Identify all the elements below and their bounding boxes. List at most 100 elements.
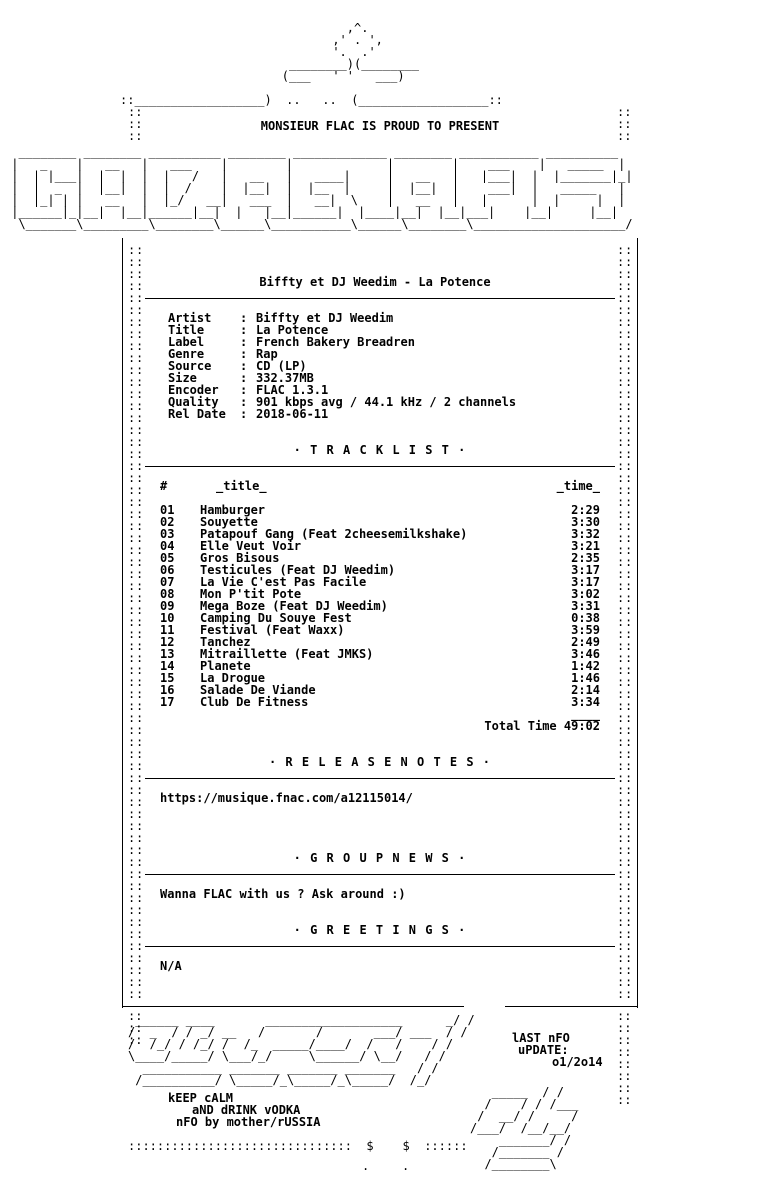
frame-left-dots: : : : : : : : : : : : : : : : : : : : : …: [128, 244, 136, 1001]
group-logo-art: ________ ________ __________ ________ __…: [11, 145, 633, 231]
release-info-block: Artist:Biffty et DJ Weedim Title:La Pote…: [168, 312, 516, 420]
track-number: 15: [160, 671, 175, 685]
footer-dots-art: ::::::::::::::::::::::::::::::: $ $ ::::…: [128, 1139, 468, 1153]
track-title: Tanchez: [200, 635, 251, 649]
track-number: 16: [160, 683, 175, 697]
track-title: Mega Boze (Feat DJ Weedim): [200, 599, 388, 613]
track-row: 17 Club De Fitness 3:34: [160, 696, 600, 708]
track-row: 06 Testicules (Feat DJ Weedim) 3:17: [160, 564, 600, 576]
track-number: 12: [160, 635, 175, 649]
divider: [145, 298, 615, 299]
info-row-genre: Genre:Rap: [168, 347, 278, 361]
track-number: 04: [160, 539, 175, 553]
col-title-header: _title_: [216, 479, 267, 493]
track-number: 02: [160, 515, 175, 529]
track-number: 17: [160, 695, 175, 709]
track-title: Patapouf Gang (Feat 2cheesemilkshake): [200, 527, 468, 541]
track-title: Club De Fitness: [200, 695, 309, 709]
track-time: 3:30: [571, 515, 600, 529]
track-time: 3:02: [571, 587, 600, 601]
track-number: 10: [160, 611, 175, 625]
footer-logo-art: ______ ____ ___________________ _/ / / _…: [128, 1013, 475, 1087]
track-row: 13 Mitraillette (Feat JMKS) 3:46: [160, 648, 600, 660]
footer-logo-art-right: _____ / / / / / /___ / __/ / / /___/ /__…: [470, 1085, 579, 1171]
track-row: 04 Elle Veut Voir 3:21: [160, 540, 600, 552]
track-time: 0:38: [571, 611, 600, 625]
info-row-size: Size:332.37MB: [168, 371, 314, 385]
track-title: Testicules (Feat DJ Weedim): [200, 563, 396, 577]
track-time: 3:34: [571, 695, 600, 709]
divider: [145, 466, 615, 467]
track-number: 11: [160, 623, 175, 637]
header-right-border: :: :: ::: [617, 106, 629, 142]
info-row-rel-date: Rel Date:2018-06-11: [168, 407, 329, 421]
release-notes-title: · R E L E A S E N O T E S ·: [268, 755, 492, 769]
track-title: Souyette: [200, 515, 258, 529]
footer-right-dots: :: :: :: :: :: :: :: ::: [617, 1010, 629, 1106]
keep-calm-text: kEEP cALM: [168, 1091, 234, 1105]
track-time: 3:17: [571, 575, 600, 589]
track-time: 3:59: [571, 623, 600, 637]
track-time: 1:46: [571, 671, 600, 685]
track-number: 07: [160, 575, 175, 589]
track-time: 3:21: [571, 539, 600, 553]
track-row: 03 Patapouf Gang (Feat 2cheesemilkshake) 3…: [160, 528, 600, 540]
track-title: Gros Bisous: [200, 551, 280, 565]
last-nfo-label: lAST nFO: [512, 1031, 570, 1045]
track-time: 3:17: [571, 563, 600, 577]
tracklist-title: · T R A C K L I S T ·: [293, 443, 467, 457]
track-title: Planete: [200, 659, 251, 673]
nfo-by-text: nFO by mother/rUSSIA: [176, 1115, 321, 1129]
footer-dot-right: .: [402, 1159, 410, 1173]
track-number: 05: [160, 551, 175, 565]
total-rule: ____: [571, 707, 600, 721]
top-emblem-art: ,^. ,' . ', '. .' ________)(________: [281, 21, 420, 83]
track-title: Mitraillette (Feat JMKS): [200, 647, 374, 661]
track-number: 14: [160, 659, 175, 673]
update-label: uPDATE:: [518, 1043, 569, 1057]
track-title: Elle Veut Voir: [200, 539, 302, 553]
divider: [145, 946, 615, 947]
update-date: o1/2o14: [552, 1055, 603, 1069]
release-notes-link[interactable]: https://musique.fnac.com/a12115014/: [160, 791, 413, 805]
greetings-title: · G R E E T I N G S ·: [293, 923, 467, 937]
track-time: 3:32: [571, 527, 600, 541]
info-row-quality: Quality:901 kbps avg / 44.1 kHz / 2 chan…: [168, 395, 517, 409]
track-number: 13: [160, 647, 175, 661]
tracklist-header: # _title_ _time_: [160, 480, 600, 492]
track-number: 03: [160, 527, 175, 541]
frame-right-dots-inner: : : : : : : : : : : : : : : : : : : : : …: [625, 244, 633, 1001]
track-number: 01: [160, 503, 175, 517]
track-row: 01 Hamburger 2:29: [160, 504, 600, 516]
track-time: 2:14: [571, 683, 600, 697]
track-number: 06: [160, 563, 175, 577]
presenter-line: MONSIEUR FLAC IS PROUD TO PRESENT: [260, 119, 500, 133]
drink-vodka-text: aND dRINK vODKA: [192, 1103, 301, 1117]
track-number: 09: [160, 599, 175, 613]
track-title: Mon P'tit Pote: [200, 587, 302, 601]
total-time: Total Time 49:02: [484, 719, 600, 733]
frame-left-dots-inner: : : : : : : : : : : : : : : : : : : : : …: [136, 244, 144, 1001]
track-row: 11 Festival (Feat Waxx) 3:59: [160, 624, 600, 636]
frame-bottom-line-right: [505, 1006, 638, 1007]
track-row: 08 Mon P'tit Pote 3:02: [160, 588, 600, 600]
track-number: 08: [160, 587, 175, 601]
group-news-text: Wanna FLAC with us ? Ask around :): [160, 887, 406, 901]
track-title: Hamburger: [200, 503, 266, 517]
release-heading: Biffty et DJ Weedim - La Potence: [259, 275, 491, 289]
group-news-title: · G R O U P N E W S ·: [293, 851, 467, 865]
track-title: Festival (Feat Waxx): [200, 623, 345, 637]
track-title: La Drogue: [200, 671, 266, 685]
track-row: 15 La Drogue 1:46: [160, 672, 600, 684]
track-time: 3:46: [571, 647, 600, 661]
frame-right-line: [637, 238, 639, 1008]
col-time-header: _time_: [556, 479, 600, 493]
track-time: 2:29: [571, 503, 600, 517]
header-left-border: :: :: ::: [128, 106, 140, 142]
